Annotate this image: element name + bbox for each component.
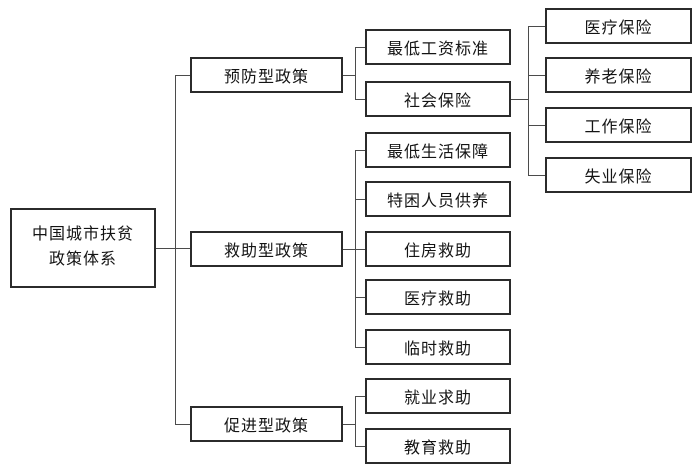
node-social-insurance: 社会保险 <box>365 81 511 117</box>
connector-trunk-preventive <box>355 47 356 100</box>
connector-to-minimum-living <box>355 150 365 151</box>
connector-to-minimum-wage <box>355 47 365 48</box>
node-pension-insurance: 养老保险 <box>545 57 692 93</box>
connector-to-medical-ins <box>528 26 545 27</box>
connector-preventive-out <box>343 75 355 76</box>
node-promotion-policy: 促进型政策 <box>190 406 343 442</box>
node-work-insurance: 工作保险 <box>545 107 692 143</box>
connector-to-social-insurance <box>355 99 365 100</box>
connector-trunk-level2 <box>175 75 176 425</box>
node-medical-insurance: 医疗保险 <box>545 8 692 44</box>
node-temporary-assistance: 临时救助 <box>365 329 511 365</box>
connector-to-temporary <box>355 347 365 348</box>
connector-root-to-assistance <box>156 248 190 249</box>
node-unemployment-insurance: 失业保险 <box>545 157 692 193</box>
node-assistance-policy: 救助型政策 <box>190 231 343 267</box>
node-minimum-wage-standard: 最低工资标准 <box>365 29 511 65</box>
connector-to-extreme-poverty <box>355 199 365 200</box>
node-minimum-living-security: 最低生活保障 <box>365 132 511 168</box>
node-root-line2: 政策体系 <box>48 251 117 268</box>
connector-social-insurance-out <box>511 99 528 100</box>
connector-to-housing <box>355 249 365 250</box>
connector-to-employment <box>355 396 365 397</box>
connector-assistance-out <box>343 249 355 250</box>
node-root-line1: 中国城市扶贫 <box>31 226 134 244</box>
connector-to-pension-ins <box>528 75 545 76</box>
connector-to-medical-assist <box>355 297 365 298</box>
connector-to-work-ins <box>528 125 545 126</box>
connector-trunk-insurance <box>528 26 529 176</box>
connector-to-unemployment-ins <box>528 175 545 176</box>
connector-promotion-out <box>343 424 355 425</box>
node-extreme-poverty-support: 特困人员供养 <box>365 181 511 217</box>
node-root: 中国城市扶贫 政策体系 <box>10 208 156 288</box>
connector-trunk-promotion <box>355 396 356 447</box>
node-housing-assistance: 住房救助 <box>365 231 511 267</box>
connector-to-preventive <box>175 75 190 76</box>
node-employment-help: 就业求助 <box>365 378 511 414</box>
node-medical-assistance: 医疗救助 <box>365 279 511 315</box>
node-education-assistance: 教育救助 <box>365 428 511 464</box>
connector-to-promotion <box>175 424 190 425</box>
connector-to-education <box>355 446 365 447</box>
node-preventive-policy: 预防型政策 <box>190 57 343 93</box>
